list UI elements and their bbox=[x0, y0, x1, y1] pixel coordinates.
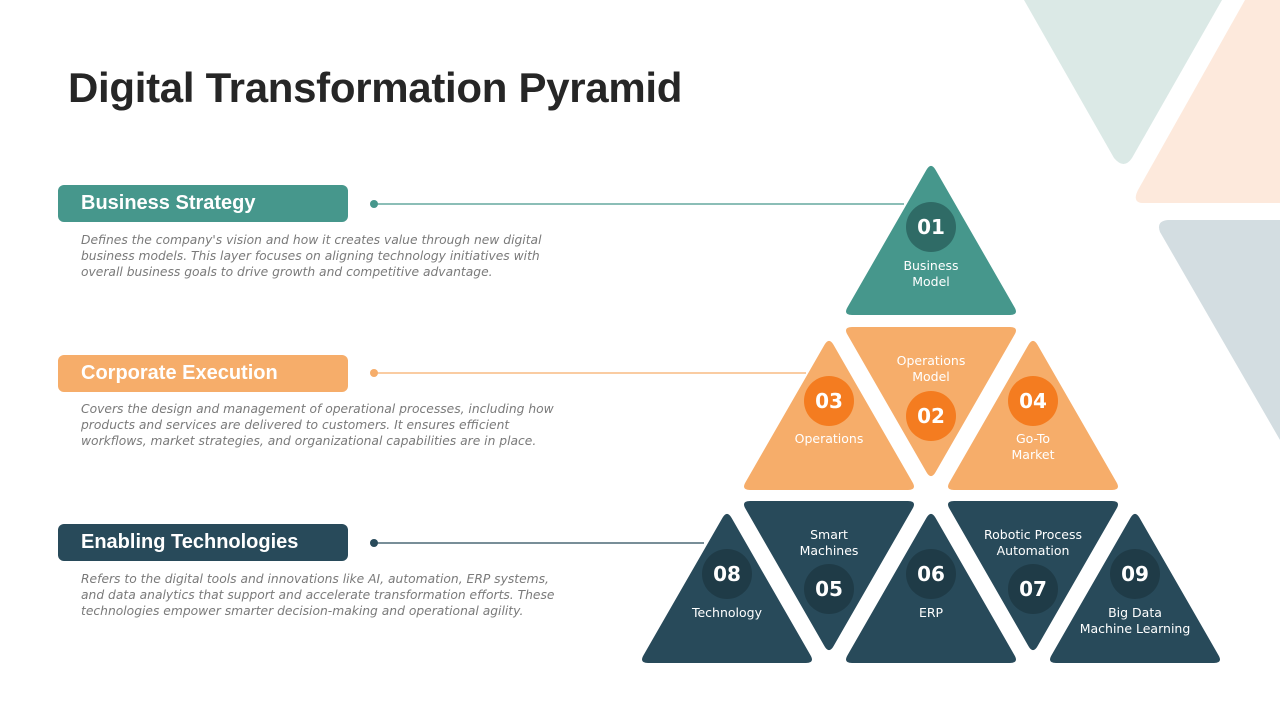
layer-description-enabling-technologies: Refers to the digital tools and innovati… bbox=[81, 572, 555, 618]
bg-triangle-peach bbox=[1135, 0, 1280, 203]
block-label-05-line-2: Machines bbox=[800, 543, 859, 558]
page-title: Digital Transformation Pyramid bbox=[68, 64, 683, 111]
block-number-07: 07 bbox=[1019, 577, 1047, 601]
layer-description-business-strategy: Defines the company's vision and how it … bbox=[81, 233, 542, 279]
block-number-02: 02 bbox=[917, 404, 945, 428]
connector-dot-corporate-execution bbox=[370, 369, 378, 377]
number-circle-07 bbox=[1008, 564, 1058, 614]
connector-dot-business-strategy bbox=[370, 200, 378, 208]
layer-description-corporate-execution: Covers the design and management of oper… bbox=[81, 402, 554, 448]
layer-label-corporate-execution: Corporate Execution bbox=[58, 355, 348, 392]
block-label-08: Technology bbox=[691, 605, 763, 620]
number-circle-03 bbox=[804, 376, 854, 426]
connector-dot-enabling-technologies bbox=[370, 539, 378, 547]
block-label-09-line-2: Machine Learning bbox=[1080, 621, 1191, 636]
block-number-08: 08 bbox=[713, 562, 741, 586]
block-number-09: 09 bbox=[1121, 562, 1149, 586]
block-label-02-line-2: Model bbox=[912, 369, 950, 384]
layer-label-business-strategy: Business Strategy bbox=[58, 185, 348, 222]
number-circle-05 bbox=[804, 564, 854, 614]
block-number-01: 01 bbox=[917, 215, 945, 239]
number-circle-01 bbox=[906, 202, 956, 252]
block-label-02-line-1: Operations bbox=[897, 353, 966, 368]
block-number-03: 03 bbox=[815, 389, 843, 413]
block-label-07-line-2: Automation bbox=[997, 543, 1070, 558]
block-label-06: ERP bbox=[919, 605, 944, 620]
block-label-04-line-2: Market bbox=[1012, 447, 1055, 462]
block-label-01-line-1: Business bbox=[903, 258, 958, 273]
block-label-03: Operations bbox=[795, 431, 864, 446]
bg-triangle-gray bbox=[1159, 220, 1280, 440]
block-label-05-line-1: Smart bbox=[810, 527, 848, 542]
block-label-01-line-2: Model bbox=[912, 274, 950, 289]
number-circle-02 bbox=[906, 391, 956, 441]
block-label-09-line-1: Big Data bbox=[1108, 605, 1162, 620]
number-circle-06 bbox=[906, 549, 956, 599]
block-number-06: 06 bbox=[917, 562, 945, 586]
number-circle-08 bbox=[702, 549, 752, 599]
block-label-07-line-1: Robotic Process bbox=[984, 527, 1082, 542]
bg-triangle-teal bbox=[1024, 0, 1222, 164]
number-circle-09 bbox=[1110, 549, 1160, 599]
block-label-04-line-1: Go-To bbox=[1016, 431, 1050, 446]
block-number-05: 05 bbox=[815, 577, 843, 601]
block-number-04: 04 bbox=[1019, 389, 1047, 413]
number-circle-04 bbox=[1008, 376, 1058, 426]
layer-label-enabling-technologies: Enabling Technologies bbox=[58, 524, 348, 561]
